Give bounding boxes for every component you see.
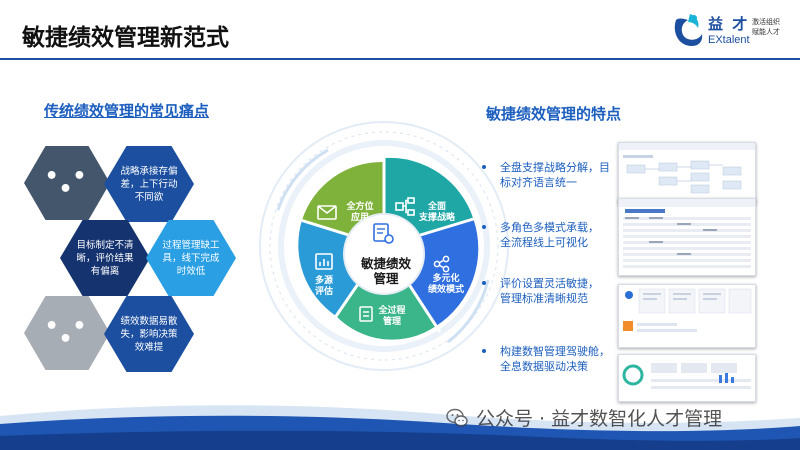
wheel-center-label: 敏捷绩效管理 [360, 256, 411, 286]
hex-pain-point: 战略承接存偏差，上下行动不同欲 [104, 146, 194, 222]
wechat-watermark: 公众号 · 益才数智化人才管理 [446, 404, 722, 431]
share-nodes-icon [433, 255, 450, 273]
bar-chart-icon [315, 253, 333, 270]
hex-text: 目标制定不清晰，评价结果有偏离 [76, 239, 134, 277]
hex-placeholder: • • • [24, 146, 110, 220]
hex-pain-point: 绩效数据易散失，影响决策效难提 [104, 296, 194, 372]
title-divider [0, 58, 800, 60]
hex-dots: • • • [44, 164, 90, 202]
brand-logo: 益 才 EXtalent 激活组织 赋能人才 [670, 10, 790, 54]
segment-label-process: 全过程 管理 [378, 306, 406, 327]
wechat-icon [446, 408, 468, 427]
product-screenshots [618, 142, 756, 402]
hex-text: 过程管理缺工具，线下完成时效低 [162, 239, 220, 277]
slide-title: 敏捷绩效管理新范式 [22, 25, 229, 51]
feature-item: 评价设置灵活敏捷，管理标准清晰规范 [482, 276, 619, 306]
segment-label-application: 全方位 应用 [346, 202, 374, 223]
bullet-dot [482, 281, 486, 285]
feature-item: 构建数智管理驾驶舱，全息数据驱动决策 [482, 344, 619, 374]
document-gear-icon [373, 223, 394, 244]
hex-text: 绩效数据易散失，影响决策效难提 [120, 315, 178, 353]
logo-english-name: EXtalent [708, 34, 750, 46]
feature-item: 多角色多模式承载，全流程线上可视化 [482, 220, 619, 250]
logo-tagline-2: 赋能人才 [752, 28, 780, 36]
envelope-check-icon [317, 205, 337, 220]
segment-label-strategy: 全面 支撑战略 [418, 202, 455, 223]
hex-pain-point: 目标制定不清晰，评价结果有偏离 [60, 220, 150, 296]
screenshot-dashboard [618, 354, 756, 402]
feature-item: 全盘支撑战略分解，目标对齐语言统一 [482, 160, 619, 190]
pain-points-heading: 传统绩效管理的常见痛点 [44, 102, 210, 120]
hex-dots: • • • [44, 314, 90, 352]
hex-pain-point: 过程管理缺工具，线下完成时效低 [146, 220, 236, 296]
screenshot-strategy-map [618, 142, 756, 204]
logo-tagline-1: 激活组织 [752, 18, 780, 26]
org-chart-icon [395, 197, 415, 216]
logo-chinese-name: 益 才 [708, 15, 750, 33]
screenshot-goal-table [618, 198, 756, 276]
wheel-graphic [259, 121, 509, 371]
agile-performance-wheel: 全面 支撑战略 多元化 绩效模式 全过程 管理 多源 评估 全方位 应用 敏捷绩… [258, 120, 510, 372]
screenshot-evaluation-cards [618, 284, 756, 348]
logo-swirl-icon [674, 14, 703, 46]
hex-text: 战略承接存偏差，上下行动不同欲 [120, 165, 178, 203]
features-heading: 敏捷绩效管理的特点 [486, 105, 622, 123]
hex-placeholder: • • • [24, 296, 110, 370]
bullet-dot [482, 349, 486, 353]
segment-label-diverse: 多元化 绩效模式 [427, 274, 464, 295]
bullet-dot [482, 225, 486, 229]
segment-label-source: 多源 评估 [314, 276, 333, 297]
footer-wave-band [0, 405, 800, 450]
watermark-text: 公众号 · 益才数智化人才管理 [476, 408, 723, 430]
bullet-dot [482, 165, 486, 169]
checklist-icon [359, 306, 373, 322]
